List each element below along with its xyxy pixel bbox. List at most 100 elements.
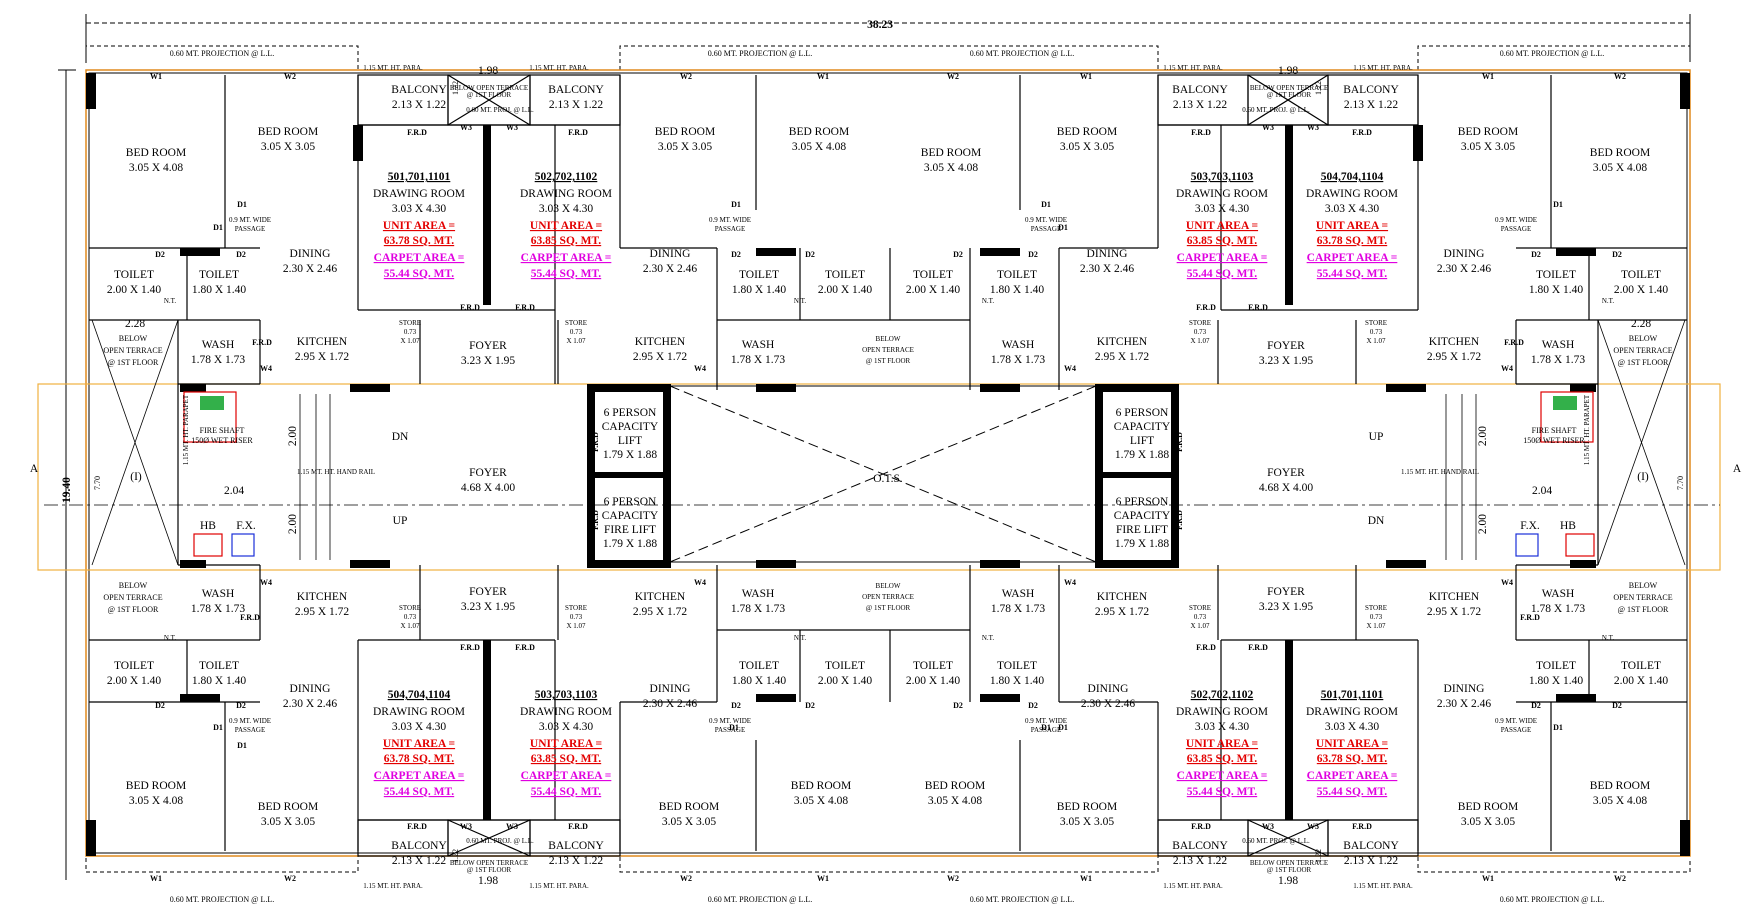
fire-shaft-left-a: FIRE SHAFT bbox=[200, 426, 245, 435]
w3-tag-2: W3 bbox=[1262, 123, 1274, 132]
below-terrace-mid-1-b: OPEN TERRACE bbox=[862, 593, 914, 601]
axis-mark-right: (I) bbox=[1637, 471, 1649, 483]
carpet-area-br-2: CARPET AREA = bbox=[1307, 770, 1398, 782]
window-bottom-2: W2 bbox=[680, 874, 692, 883]
d2-tag-1: D2 bbox=[236, 250, 246, 259]
stair-dn-left: DN bbox=[392, 431, 409, 443]
frd-11: F.R.D bbox=[568, 822, 588, 831]
d1-tag-6: D1 bbox=[729, 723, 739, 732]
nt-4: N.T. bbox=[164, 634, 177, 642]
projection-bottom-0: 0.60 MT. PROJECTION @ L.L. bbox=[170, 895, 275, 904]
bedroom-trr-big-size: 3.05 X 4.08 bbox=[1593, 162, 1648, 174]
dining-tl-size: 2.30 X 2.46 bbox=[283, 263, 338, 275]
d2-tag-11: D2 bbox=[805, 701, 815, 710]
unit-area-val-tl-2: 63.85 SQ. MT. bbox=[531, 235, 602, 247]
foyer-br-size: 3.23 X 1.95 bbox=[1259, 601, 1314, 613]
hb-right: HB bbox=[1560, 520, 1576, 532]
balcony-tl-1-size: 2.13 X 1.22 bbox=[392, 99, 447, 111]
kitchen-trr-name: KITCHEN bbox=[1429, 336, 1480, 348]
kitchen-bl-name: KITCHEN bbox=[297, 591, 348, 603]
unit-area-val-tl-1: 63.78 SQ. MT. bbox=[384, 235, 455, 247]
unit-area-tl-2: UNIT AREA = bbox=[530, 220, 602, 232]
carpet-area-tr-2: CARPET AREA = bbox=[1307, 252, 1398, 264]
unit-no-tr-2: 504,704,1104 bbox=[1321, 171, 1384, 183]
bedroom-bm-small-size: 3.05 X 3.05 bbox=[662, 816, 717, 828]
drawing-br-2-size: 3.03 X 4.30 bbox=[1325, 721, 1380, 733]
w3-tag-6: W3 bbox=[1262, 822, 1274, 831]
wash-bm-name: WASH bbox=[742, 588, 775, 600]
nt-1: N.T. bbox=[794, 297, 807, 305]
fx-left: F.X. bbox=[236, 520, 256, 532]
bedroom-bl-small-size: 3.05 X 3.05 bbox=[261, 816, 316, 828]
unit-area-val-bl-2: 63.85 SQ. MT. bbox=[531, 753, 602, 765]
below-open-small-3-a: BELOW OPEN TERRACE bbox=[1250, 859, 1328, 867]
fire-shaft-right-a: FIRE SHAFT bbox=[1532, 426, 1577, 435]
unit-area-tr-2: UNIT AREA = bbox=[1316, 220, 1388, 232]
carpet-area-bl-1: CARPET AREA = bbox=[374, 770, 465, 782]
carpet-val-tl-1: 55.44 SQ. MT. bbox=[384, 268, 455, 280]
below-terrace-side-2-b: OPEN TERRACE bbox=[1613, 346, 1672, 355]
window-bottom-7: W2 bbox=[1614, 874, 1626, 883]
w4-tag-3: W4 bbox=[1501, 364, 1513, 373]
d2-tag-2: D2 bbox=[731, 250, 741, 259]
firelift-left-l3: FIRE LIFT bbox=[604, 524, 656, 536]
store-2-s1: 0.73 bbox=[1194, 328, 1207, 336]
wash-br-name: WASH bbox=[1002, 588, 1035, 600]
store-2-s2: X 1.07 bbox=[1190, 337, 1210, 345]
drawing-tl-2-name: DRAWING ROOM bbox=[520, 188, 612, 200]
bedroom-br-big-size: 3.05 X 4.08 bbox=[928, 795, 983, 807]
store-5-s1: 0.73 bbox=[570, 613, 583, 621]
lift-right-l2: CAPACITY bbox=[1114, 421, 1171, 433]
carpet-area-tl-2: CARPET AREA = bbox=[521, 252, 612, 264]
drawing-bl-2-size: 3.03 X 4.30 bbox=[539, 721, 594, 733]
window-bottom-3: W1 bbox=[817, 874, 829, 883]
proj-ll-b: 0.60 MT. PROJ. @ L.L. bbox=[1242, 106, 1310, 114]
balcony-bl-2-name: BALCONY bbox=[548, 840, 604, 852]
unit-no-tl-2: 502,702,1102 bbox=[535, 171, 598, 183]
drawing-bl-1-size: 3.03 X 4.30 bbox=[392, 721, 447, 733]
drawing-bl-2-name: DRAWING ROOM bbox=[520, 706, 612, 718]
dim-198-a: 1.98 bbox=[478, 65, 498, 77]
carpet-val-br-2: 55.44 SQ. MT. bbox=[1317, 786, 1388, 798]
w4-tag-4: W4 bbox=[260, 578, 272, 587]
frd-16: F.R.D bbox=[252, 338, 272, 347]
passage-0-b: PASSAGE bbox=[235, 225, 265, 233]
wash-bl-name: WASH bbox=[202, 588, 235, 600]
balcony-bl-2-size: 2.13 X 1.22 bbox=[549, 855, 604, 867]
foyer-tr-size: 3.23 X 1.95 bbox=[1259, 355, 1314, 367]
carpet-val-bl-1: 55.44 SQ. MT. bbox=[384, 786, 455, 798]
fire-shaft-left-b: 150Ø WET RISER bbox=[191, 436, 253, 445]
below-open-small-1-b: @ 1ST FLOOR bbox=[1267, 91, 1312, 99]
store-4-s2: X 1.07 bbox=[400, 622, 420, 630]
passage-2-a: 0.9 MT. WIDE bbox=[1025, 216, 1067, 224]
unit-area-br-1: UNIT AREA = bbox=[1186, 738, 1258, 750]
store-6-name: STORE bbox=[1189, 604, 1211, 612]
w4-tag-6: W4 bbox=[1064, 578, 1076, 587]
balcony-br-1-name: BALCONY bbox=[1172, 840, 1228, 852]
proj-ll-a: 0.60 MT. PROJ. @ L.L. bbox=[466, 106, 534, 114]
d1-tag-1: D1 bbox=[213, 223, 223, 232]
toilet-tl-b-name: TOILET bbox=[199, 269, 239, 281]
below-terrace-mid-1-a: BELOW bbox=[876, 582, 901, 590]
store-0-name: STORE bbox=[399, 319, 421, 327]
d2-tag-13: D2 bbox=[1028, 701, 1038, 710]
wash-tr-size: 1.78 X 1.73 bbox=[991, 354, 1046, 366]
d2-tag-8: D2 bbox=[155, 701, 165, 710]
store-1-s1: 0.73 bbox=[570, 328, 583, 336]
bedroom-brr-small-name: BED ROOM bbox=[1458, 801, 1518, 813]
frd-0: F.R.D bbox=[407, 128, 427, 137]
kitchen-tr-name: KITCHEN bbox=[1097, 336, 1148, 348]
carpet-val-br-1: 55.44 SQ. MT. bbox=[1187, 786, 1258, 798]
below-terrace-side-1-a: BELOW bbox=[119, 581, 148, 590]
dining-bl-name: DINING bbox=[290, 683, 331, 695]
bedroom-bl-big-size: 3.05 X 4.08 bbox=[129, 795, 184, 807]
toilet-tm-a-name: TOILET bbox=[825, 269, 865, 281]
bedroom-tm-small-size: 3.05 X 3.05 bbox=[658, 141, 713, 153]
bedroom-trr-small-size: 3.05 X 3.05 bbox=[1461, 141, 1516, 153]
dining-trr-size: 2.30 X 2.46 bbox=[1437, 263, 1492, 275]
w3-tag-1: W3 bbox=[506, 123, 518, 132]
carpet-val-tr-2: 55.44 SQ. MT. bbox=[1317, 268, 1388, 280]
unit-area-tr-1: UNIT AREA = bbox=[1186, 220, 1258, 232]
window-top-1: W2 bbox=[284, 72, 296, 81]
